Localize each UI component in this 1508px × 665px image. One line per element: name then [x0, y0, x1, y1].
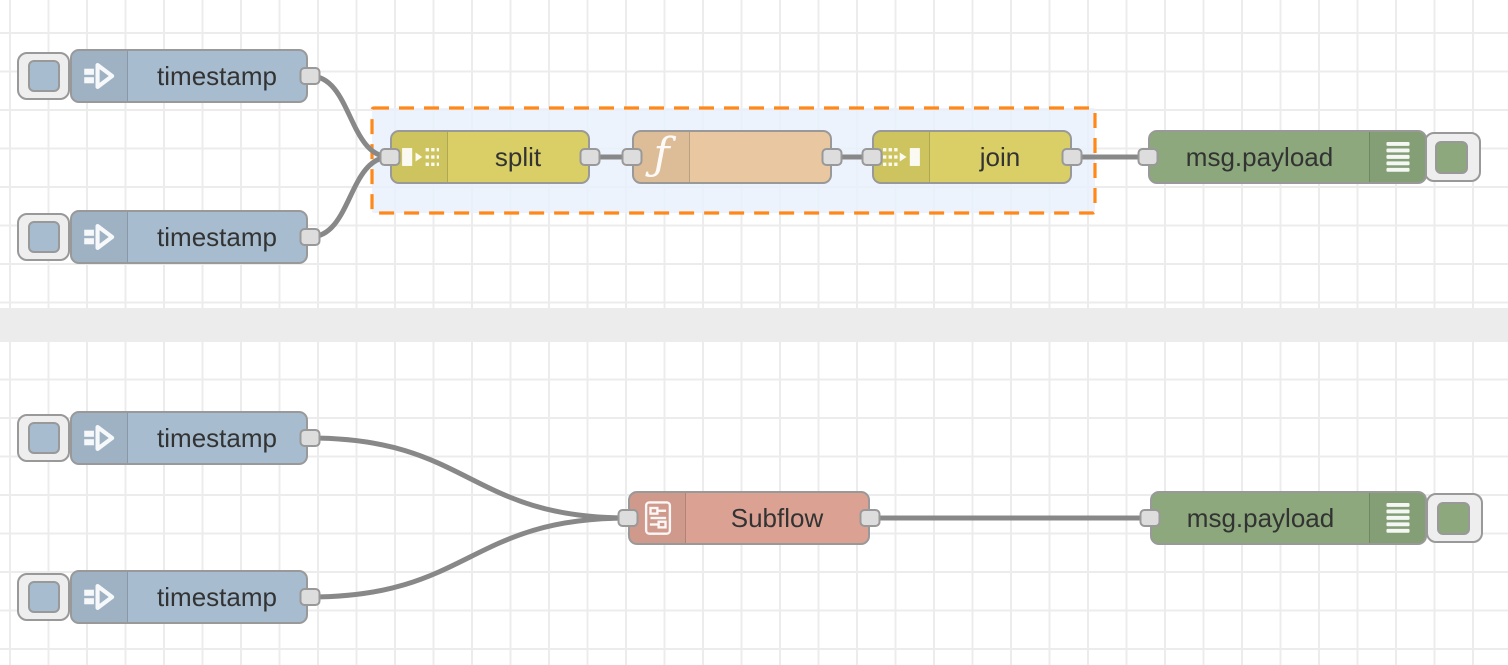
output-port[interactable]: [1061, 148, 1083, 166]
node-subflow[interactable]: Subflow: [628, 491, 870, 545]
output-port[interactable]: [299, 429, 321, 447]
node-label: msg.payload: [1185, 141, 1334, 172]
function-icon: ƒ: [634, 132, 690, 182]
inject-button-pad: [28, 581, 60, 613]
output-port[interactable]: [299, 67, 321, 85]
join-icon: [874, 132, 930, 182]
node-label: timestamp: [157, 221, 277, 252]
node-label: timestamp: [157, 60, 277, 91]
input-port[interactable]: [379, 148, 401, 166]
node-label: timestamp: [157, 581, 277, 612]
wire[interactable]: [307, 154, 393, 240]
debug-button-pad: [1435, 141, 1468, 174]
output-port[interactable]: [579, 148, 601, 166]
inject-arrow-icon: [72, 413, 128, 463]
node-label: [690, 132, 830, 182]
inject-button-pad: [28, 221, 60, 253]
flow-divider-band: [0, 308, 1508, 341]
split-icon: [392, 132, 448, 182]
node-label: Subflow: [730, 502, 824, 533]
inject-arrow-icon: [72, 51, 128, 101]
wire[interactable]: [307, 515, 631, 600]
node-inject-1[interactable]: timestamp: [70, 49, 308, 103]
output-port[interactable]: [299, 228, 321, 246]
wire[interactable]: [307, 73, 393, 160]
output-port[interactable]: [821, 148, 843, 166]
node-inject-3[interactable]: timestamp: [70, 411, 308, 465]
debug-toggle-button[interactable]: [1424, 132, 1481, 182]
debug-toggle-button[interactable]: [1426, 493, 1483, 543]
inject-button[interactable]: [17, 573, 70, 621]
inject-button-pad: [28, 60, 60, 92]
subflow-diagram-icon: [630, 493, 686, 543]
node-label: timestamp: [157, 422, 277, 453]
inject-button[interactable]: [17, 213, 70, 261]
list-lines-icon: [1369, 132, 1425, 182]
output-port[interactable]: [859, 509, 881, 527]
node-debug-2[interactable]: msg.payload: [1150, 491, 1427, 545]
debug-button-pad: [1437, 502, 1470, 535]
node-inject-4[interactable]: timestamp: [70, 570, 308, 624]
inject-button[interactable]: [17, 414, 70, 462]
input-port[interactable]: [1139, 509, 1161, 527]
inject-button[interactable]: [17, 52, 70, 100]
node-split[interactable]: split: [390, 130, 590, 184]
node-label: split: [494, 141, 542, 172]
node-inject-2[interactable]: timestamp: [70, 210, 308, 264]
node-label: join: [979, 141, 1021, 172]
output-port[interactable]: [299, 588, 321, 606]
node-debug-1[interactable]: msg.payload: [1148, 130, 1427, 184]
node-label: msg.payload: [1186, 502, 1335, 533]
node-join[interactable]: join: [872, 130, 1072, 184]
inject-arrow-icon: [72, 212, 128, 262]
wire[interactable]: [307, 435, 631, 521]
input-port[interactable]: [621, 148, 643, 166]
input-port[interactable]: [861, 148, 883, 166]
inject-arrow-icon: [72, 572, 128, 622]
input-port[interactable]: [1137, 148, 1159, 166]
node-function[interactable]: ƒ: [632, 130, 832, 184]
input-port[interactable]: [617, 509, 639, 527]
inject-button-pad: [28, 422, 60, 454]
list-lines-icon: [1369, 493, 1425, 543]
